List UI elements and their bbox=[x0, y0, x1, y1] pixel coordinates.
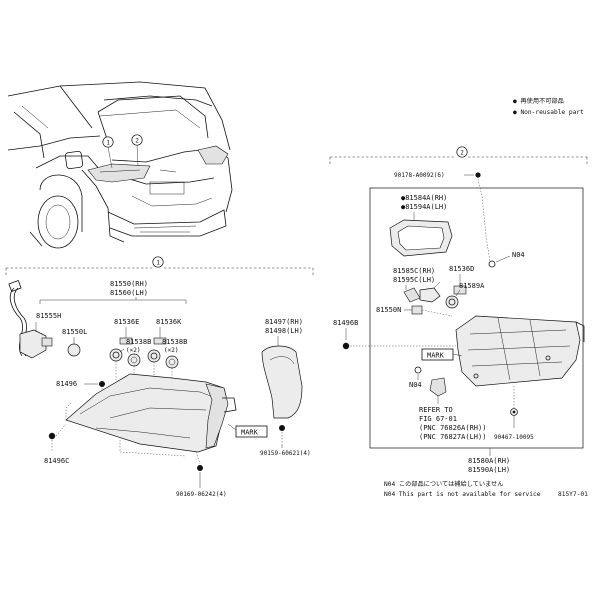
right-nut: 90467-10095 bbox=[494, 434, 534, 441]
svg-text:1: 1 bbox=[106, 139, 110, 146]
right-n04-a: N04 bbox=[512, 251, 525, 259]
left-assy-rh: 81550(RH) bbox=[110, 280, 148, 288]
left-qty-a: (×2) bbox=[126, 347, 140, 354]
right-81550n: 81550N bbox=[376, 306, 401, 314]
footnote-en: N04 This part is not available for servi… bbox=[384, 491, 541, 498]
right-81594: ●81594A(LH) bbox=[401, 203, 447, 211]
svg-text:2: 2 bbox=[135, 137, 139, 144]
left-81538b-a: 81538B bbox=[126, 338, 151, 346]
right-mark-box bbox=[421, 348, 454, 361]
left-socket: 81555H bbox=[36, 312, 61, 320]
right-81536d: 81536D bbox=[449, 265, 474, 273]
figure-code: 815Y7-01 bbox=[558, 491, 588, 498]
callout-1-vehicle: 1 bbox=[102, 136, 114, 169]
callout-2-right-label: 2 bbox=[460, 149, 464, 156]
legend-en: ● Non-reusable part bbox=[513, 109, 584, 116]
left-81538b-b: 81538B bbox=[162, 338, 187, 346]
left-qty-b: (×2) bbox=[164, 347, 178, 354]
right-refer-4: (PNC 76827A(LH)) bbox=[419, 433, 486, 441]
right-assy-box bbox=[369, 187, 584, 449]
vehicle-illustration bbox=[7, 81, 233, 249]
left-81536e: 81536E bbox=[114, 318, 139, 326]
legend-jp: ● 再使用不可部品 bbox=[513, 97, 564, 105]
left-cover-rh: 81497(RH) bbox=[265, 318, 303, 326]
left-screw2: 90169-06242(4) bbox=[176, 491, 227, 498]
footnote-jp: N04 この部品については補給していません bbox=[384, 480, 503, 488]
right-81595: 81595C(LH) bbox=[393, 276, 435, 284]
callout-1-left bbox=[152, 256, 164, 268]
right-refer-1: REFER TO bbox=[419, 406, 453, 414]
callout-2-vehicle: 2 bbox=[131, 134, 143, 167]
left-assy-lh: 81560(LH) bbox=[110, 289, 148, 297]
right-refer-3: (PNC 76826A(RH)) bbox=[419, 424, 486, 432]
callout-1-left-label: 1 bbox=[156, 259, 160, 266]
left-screw1: 90159-60621(4) bbox=[260, 450, 311, 457]
left-cover-lh: 81498(LH) bbox=[265, 327, 303, 335]
right-refer-2: FIG 67-01 bbox=[419, 415, 457, 423]
right-n04-b: N04 bbox=[409, 381, 422, 389]
callout-2-right bbox=[456, 146, 468, 158]
left-clip-c: 81496C bbox=[44, 457, 69, 465]
right-81585: 81585C(RH) bbox=[393, 267, 435, 275]
left-mark-box bbox=[235, 425, 268, 438]
right-group: 2 90178-A0092(6) ●81584A(RH) ●81594A(LH)… bbox=[329, 146, 588, 474]
right-81496b: 81496B bbox=[333, 319, 358, 327]
right-81589: 81589A bbox=[459, 282, 485, 290]
right-81584: ●81584A(RH) bbox=[401, 194, 447, 202]
right-assy-rh: 81580A(RH) bbox=[468, 457, 510, 465]
left-clip: 81496 bbox=[56, 380, 77, 388]
right-bolt: 90178-A0092(6) bbox=[394, 172, 445, 179]
right-assy-lh: 81590A(LH) bbox=[468, 466, 510, 474]
left-group: 1 81550(RH) 81560(LH) 81555H 81550L 8153… bbox=[5, 256, 314, 498]
left-bulb: 81550L bbox=[62, 328, 87, 336]
left-mark-label: MARK bbox=[241, 429, 259, 437]
right-mark-label: MARK bbox=[427, 352, 445, 360]
left-81536k: 81536K bbox=[156, 318, 182, 326]
